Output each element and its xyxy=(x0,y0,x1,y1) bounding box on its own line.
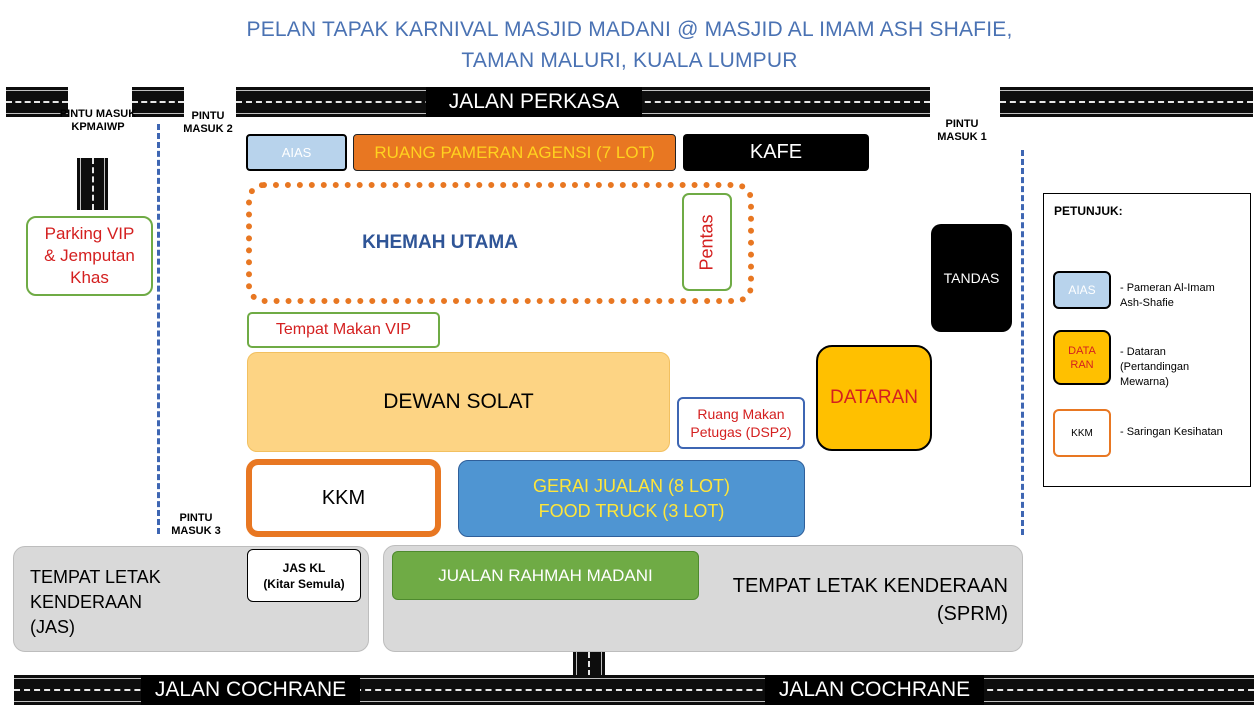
zone-dataran: DATARAN xyxy=(816,345,932,451)
gate-label-2: PINTU MASUK 2 xyxy=(183,110,233,135)
road-top-mid-segment xyxy=(132,87,184,117)
zone-khemah-utama-label: KHEMAH UTAMA xyxy=(362,232,518,253)
zone-ruang-pameran-label: RUANG PAMERAN AGENSI (7 LOT) xyxy=(374,142,655,162)
zone-parking-sprm-label: TEMPAT LETAK KENDERAAN (SPRM) xyxy=(733,572,1008,628)
boundary-line-left xyxy=(157,124,160,534)
zone-pentas: Pentas xyxy=(682,193,732,291)
legend-title: PETUNJUK: xyxy=(1054,204,1123,218)
zone-food-truck-label: FOOD TRUCK (3 LOT) xyxy=(538,500,725,521)
zone-jas-kl-line-1: JAS KL xyxy=(282,560,326,575)
zone-jas-kl: JAS KL (Kitar Semula) xyxy=(247,549,361,602)
road-label-jalan-cochrane-left: JALAN COCHRANE xyxy=(141,675,360,705)
zone-parking-jas-line-3: (JAS) xyxy=(30,617,75,637)
zone-aias: AIAS xyxy=(246,134,347,171)
zone-kkm: KKM xyxy=(246,459,441,537)
zone-parking-sprm-line-1: TEMPAT LETAK KENDERAAN xyxy=(732,575,1008,597)
zone-kkm-label: KKM xyxy=(321,486,366,509)
zone-khemah-utama: KHEMAH UTAMA xyxy=(246,182,754,304)
legend-label-dataran: - Dataran (Pertandingan Mewarna) xyxy=(1120,346,1190,388)
legend-swatch-aias: AIAS xyxy=(1053,271,1111,309)
gate-label-1: PINTU MASUK 1 xyxy=(937,118,987,143)
road-top-left-segment xyxy=(6,87,68,117)
zone-ruang-pameran-agensi: RUANG PAMERAN AGENSI (7 LOT) xyxy=(353,134,676,171)
zone-kafe-label: KAFE xyxy=(749,141,803,163)
road-label-jalan-cochrane-right: JALAN COCHRANE xyxy=(765,675,984,705)
title-line-2: TAMAN MALURI, KUALA LUMPUR xyxy=(461,49,798,72)
gate-label-3: PINTU MASUK 3 xyxy=(171,512,221,537)
zone-parking-vip: Parking VIP & Jemputan Khas xyxy=(26,216,153,296)
road-label-jalan-perkasa: JALAN PERKASA xyxy=(426,87,642,117)
zone-ruang-makan-petugas: Ruang Makan Petugas (DSP2) xyxy=(677,397,805,449)
road-kpmaiwp-entrance xyxy=(77,158,108,210)
zone-parking-sprm-line-2: (SPRM) xyxy=(936,603,1008,625)
zone-parking-jas-line-2: KENDERAAN xyxy=(30,592,143,612)
legend-panel: PETUNJUK: AIAS - Pameran Al-Imam Ash-Sha… xyxy=(1043,193,1251,487)
zone-tandas-label: TANDAS xyxy=(943,270,1000,286)
zone-jualan-rahmah-label: JUALAN RAHMAH MADANI xyxy=(438,565,653,585)
legend-label-kkm: - Saringan Kesihatan xyxy=(1120,426,1223,438)
zone-ruang-makan-petugas-label: Ruang Makan Petugas (DSP2) xyxy=(690,406,792,440)
legend-swatch-kkm: KKM xyxy=(1053,409,1111,457)
zone-dewan-solat-label: DEWAN SOLAT xyxy=(383,390,534,413)
road-cochrane-entrance xyxy=(573,652,605,676)
boundary-line-right xyxy=(1021,150,1024,535)
zone-tandas: TANDAS xyxy=(931,224,1012,332)
zone-parking-vip-label: Parking VIP & Jemputan Khas xyxy=(44,224,135,287)
zone-pentas-label: Pentas xyxy=(696,213,717,271)
page-title: PELAN TAPAK KARNIVAL MASJID MADANI @ MAS… xyxy=(0,14,1259,76)
zone-jas-kl-line-2: (Kitar Semula) xyxy=(263,576,345,591)
road-top-right-segment xyxy=(1000,87,1253,117)
legend-label-aias: - Pameran Al-Imam Ash-Shafie xyxy=(1120,282,1215,309)
zone-gerai-jualan-label: GERAI JUALAN (8 LOT) xyxy=(532,475,731,496)
zone-jualan-rahmah-madani: JUALAN RAHMAH MADANI xyxy=(392,551,699,600)
zone-tempat-makan-vip: Tempat Makan VIP xyxy=(247,312,440,348)
title-line-1: PELAN TAPAK KARNIVAL MASJID MADANI @ MAS… xyxy=(246,18,1013,41)
zone-parking-jas-label: TEMPAT LETAK KENDERAAN (JAS) xyxy=(30,565,161,640)
zone-dataran-label: DATARAN xyxy=(830,387,918,408)
zone-parking-jas-line-1: TEMPAT LETAK xyxy=(30,567,161,587)
zone-tempat-makan-vip-label: Tempat Makan VIP xyxy=(275,321,412,338)
zone-gerai-jualan: GERAI JUALAN (8 LOT) FOOD TRUCK (3 LOT) xyxy=(458,460,805,537)
zone-aias-label: AIAS xyxy=(281,145,312,160)
legend-swatch-dataran: DATA RAN xyxy=(1053,330,1111,385)
zone-kafe: KAFE xyxy=(683,134,869,171)
zone-dewan-solat: DEWAN SOLAT xyxy=(247,352,670,452)
gate-label-kpmaiwp: PINTU MASUK KPMAIWP xyxy=(59,108,137,133)
